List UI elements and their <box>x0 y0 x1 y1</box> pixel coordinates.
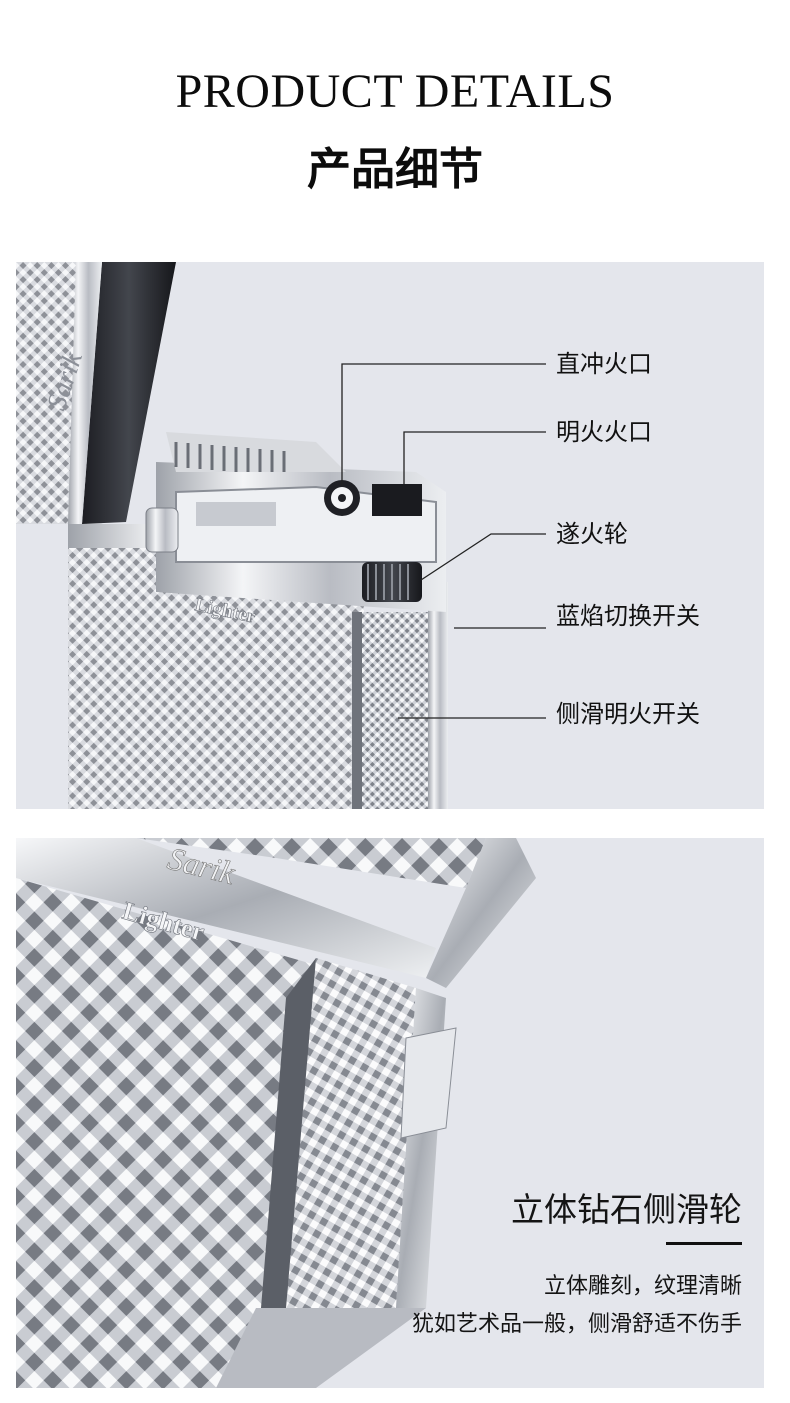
feature-title: 立体钻石侧滑轮 <box>511 1190 742 1229</box>
product-detail-panel-side-wheel: Sarik Lighter 立体钻石侧滑轮 立体雕刻，纹理清晰 犹如艺术品一般，… <box>16 838 764 1388</box>
callout-open-flame-nozzle: 明火火口 <box>556 418 652 446</box>
feature-description-line-1: 立体雕刻，纹理清晰 <box>543 1274 742 1299</box>
product-detail-panel-parts: Sarik Lighter <box>16 262 764 809</box>
callout-direct-jet-nozzle: 直冲火口 <box>556 350 652 378</box>
page-title-english: PRODUCT DETAILS <box>175 65 615 118</box>
lighter-open-illustration: Sarik Lighter <box>16 262 546 809</box>
feature-divider <box>666 1242 742 1245</box>
callout-side-slide-switch: 侧滑明火开关 <box>556 700 700 728</box>
feature-description-line-2: 犹如艺术品一般，侧滑舒适不伤手 <box>411 1312 742 1337</box>
page-header: PRODUCT DETAILS 产品细节 <box>0 0 790 250</box>
callout-flint-wheel: 遂火轮 <box>556 520 628 548</box>
side-wheel-closeup-illustration: Sarik Lighter <box>16 838 536 1388</box>
callout-blue-flame-switch: 蓝焰切换开关 <box>556 602 700 630</box>
page-title-chinese: 产品细节 <box>307 144 483 195</box>
feature-description: 立体雕刻，纹理清晰 犹如艺术品一般，侧滑舒适不伤手 <box>412 1268 742 1344</box>
